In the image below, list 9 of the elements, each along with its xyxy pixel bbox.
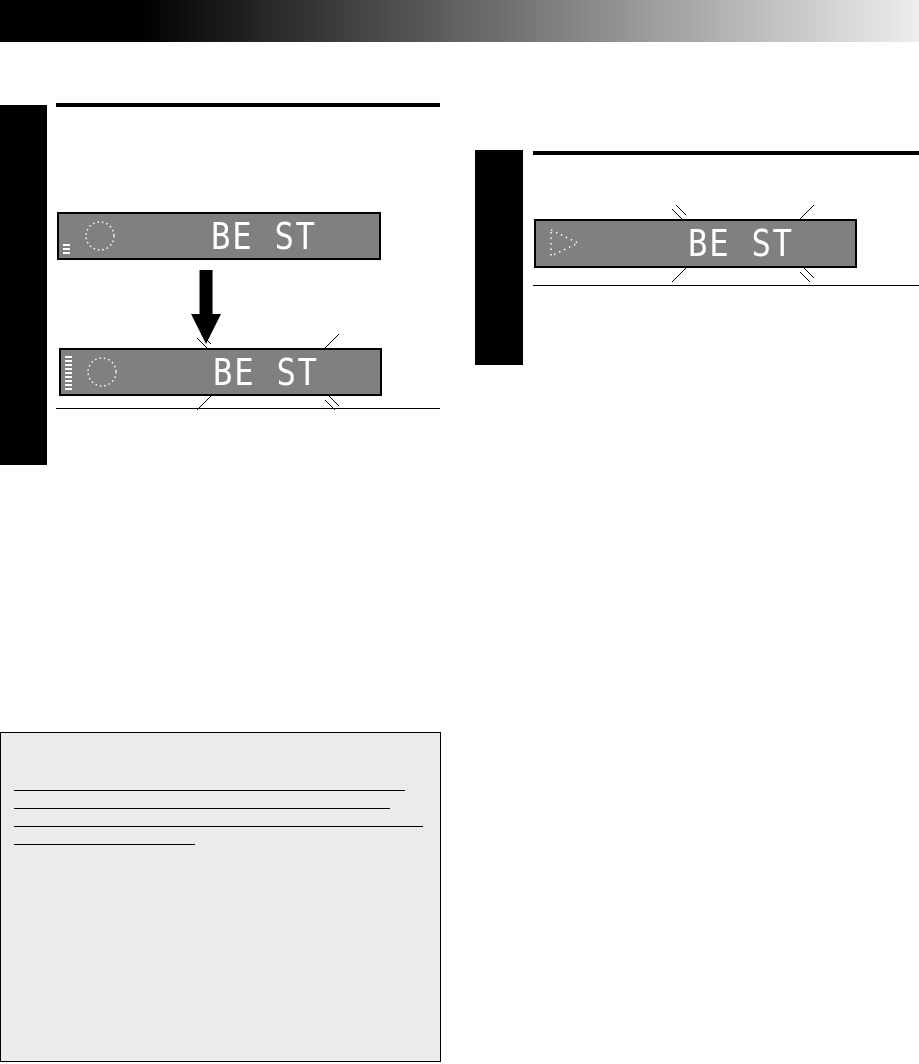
- lcd-display: [57, 212, 381, 260]
- display-text: BE ST: [688, 223, 794, 263]
- side-tab: [475, 150, 523, 365]
- display-text: BE ST: [213, 352, 319, 392]
- lcd-display: [59, 348, 382, 396]
- down-arrow: [191, 270, 222, 344]
- lcd-display: [534, 219, 857, 268]
- display-text: BE ST: [211, 216, 317, 256]
- side-tab: [0, 105, 47, 465]
